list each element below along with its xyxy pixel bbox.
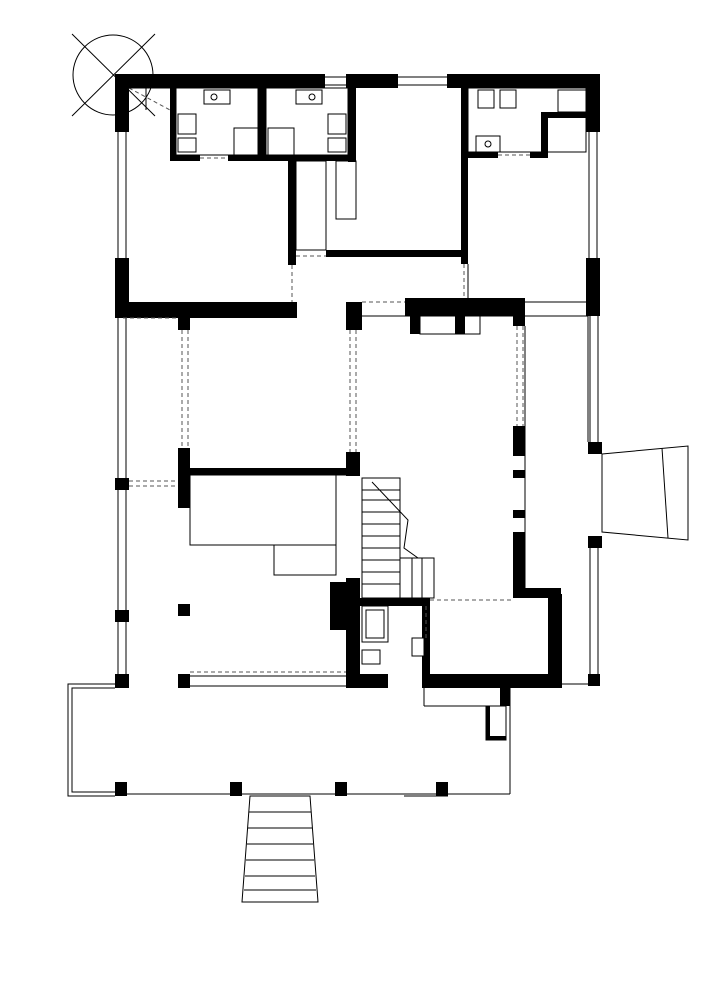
terrace (67, 683, 511, 797)
right-bay (524, 326, 588, 685)
interior-walls (115, 88, 589, 688)
thin-partitions (129, 87, 589, 576)
stair-icon (361, 477, 435, 599)
front-steps (241, 795, 319, 903)
hidden-lines (123, 87, 530, 673)
sink-icon (295, 89, 323, 105)
sink-icon (475, 135, 501, 153)
shower-tray (233, 127, 259, 156)
bathtub-icon (361, 605, 389, 643)
toilet-icon (327, 113, 347, 153)
sink-icon (411, 637, 425, 657)
shower-tray (557, 89, 587, 113)
toilet-icon (177, 113, 197, 153)
window-lines (117, 76, 599, 687)
sink-icon (203, 89, 231, 105)
bidet-icon (477, 89, 517, 109)
side-entry-canopy (601, 445, 689, 541)
toilet-icon (361, 649, 381, 665)
column (178, 604, 190, 616)
bathroom-fixtures (177, 89, 587, 665)
shower-tray (267, 127, 295, 156)
